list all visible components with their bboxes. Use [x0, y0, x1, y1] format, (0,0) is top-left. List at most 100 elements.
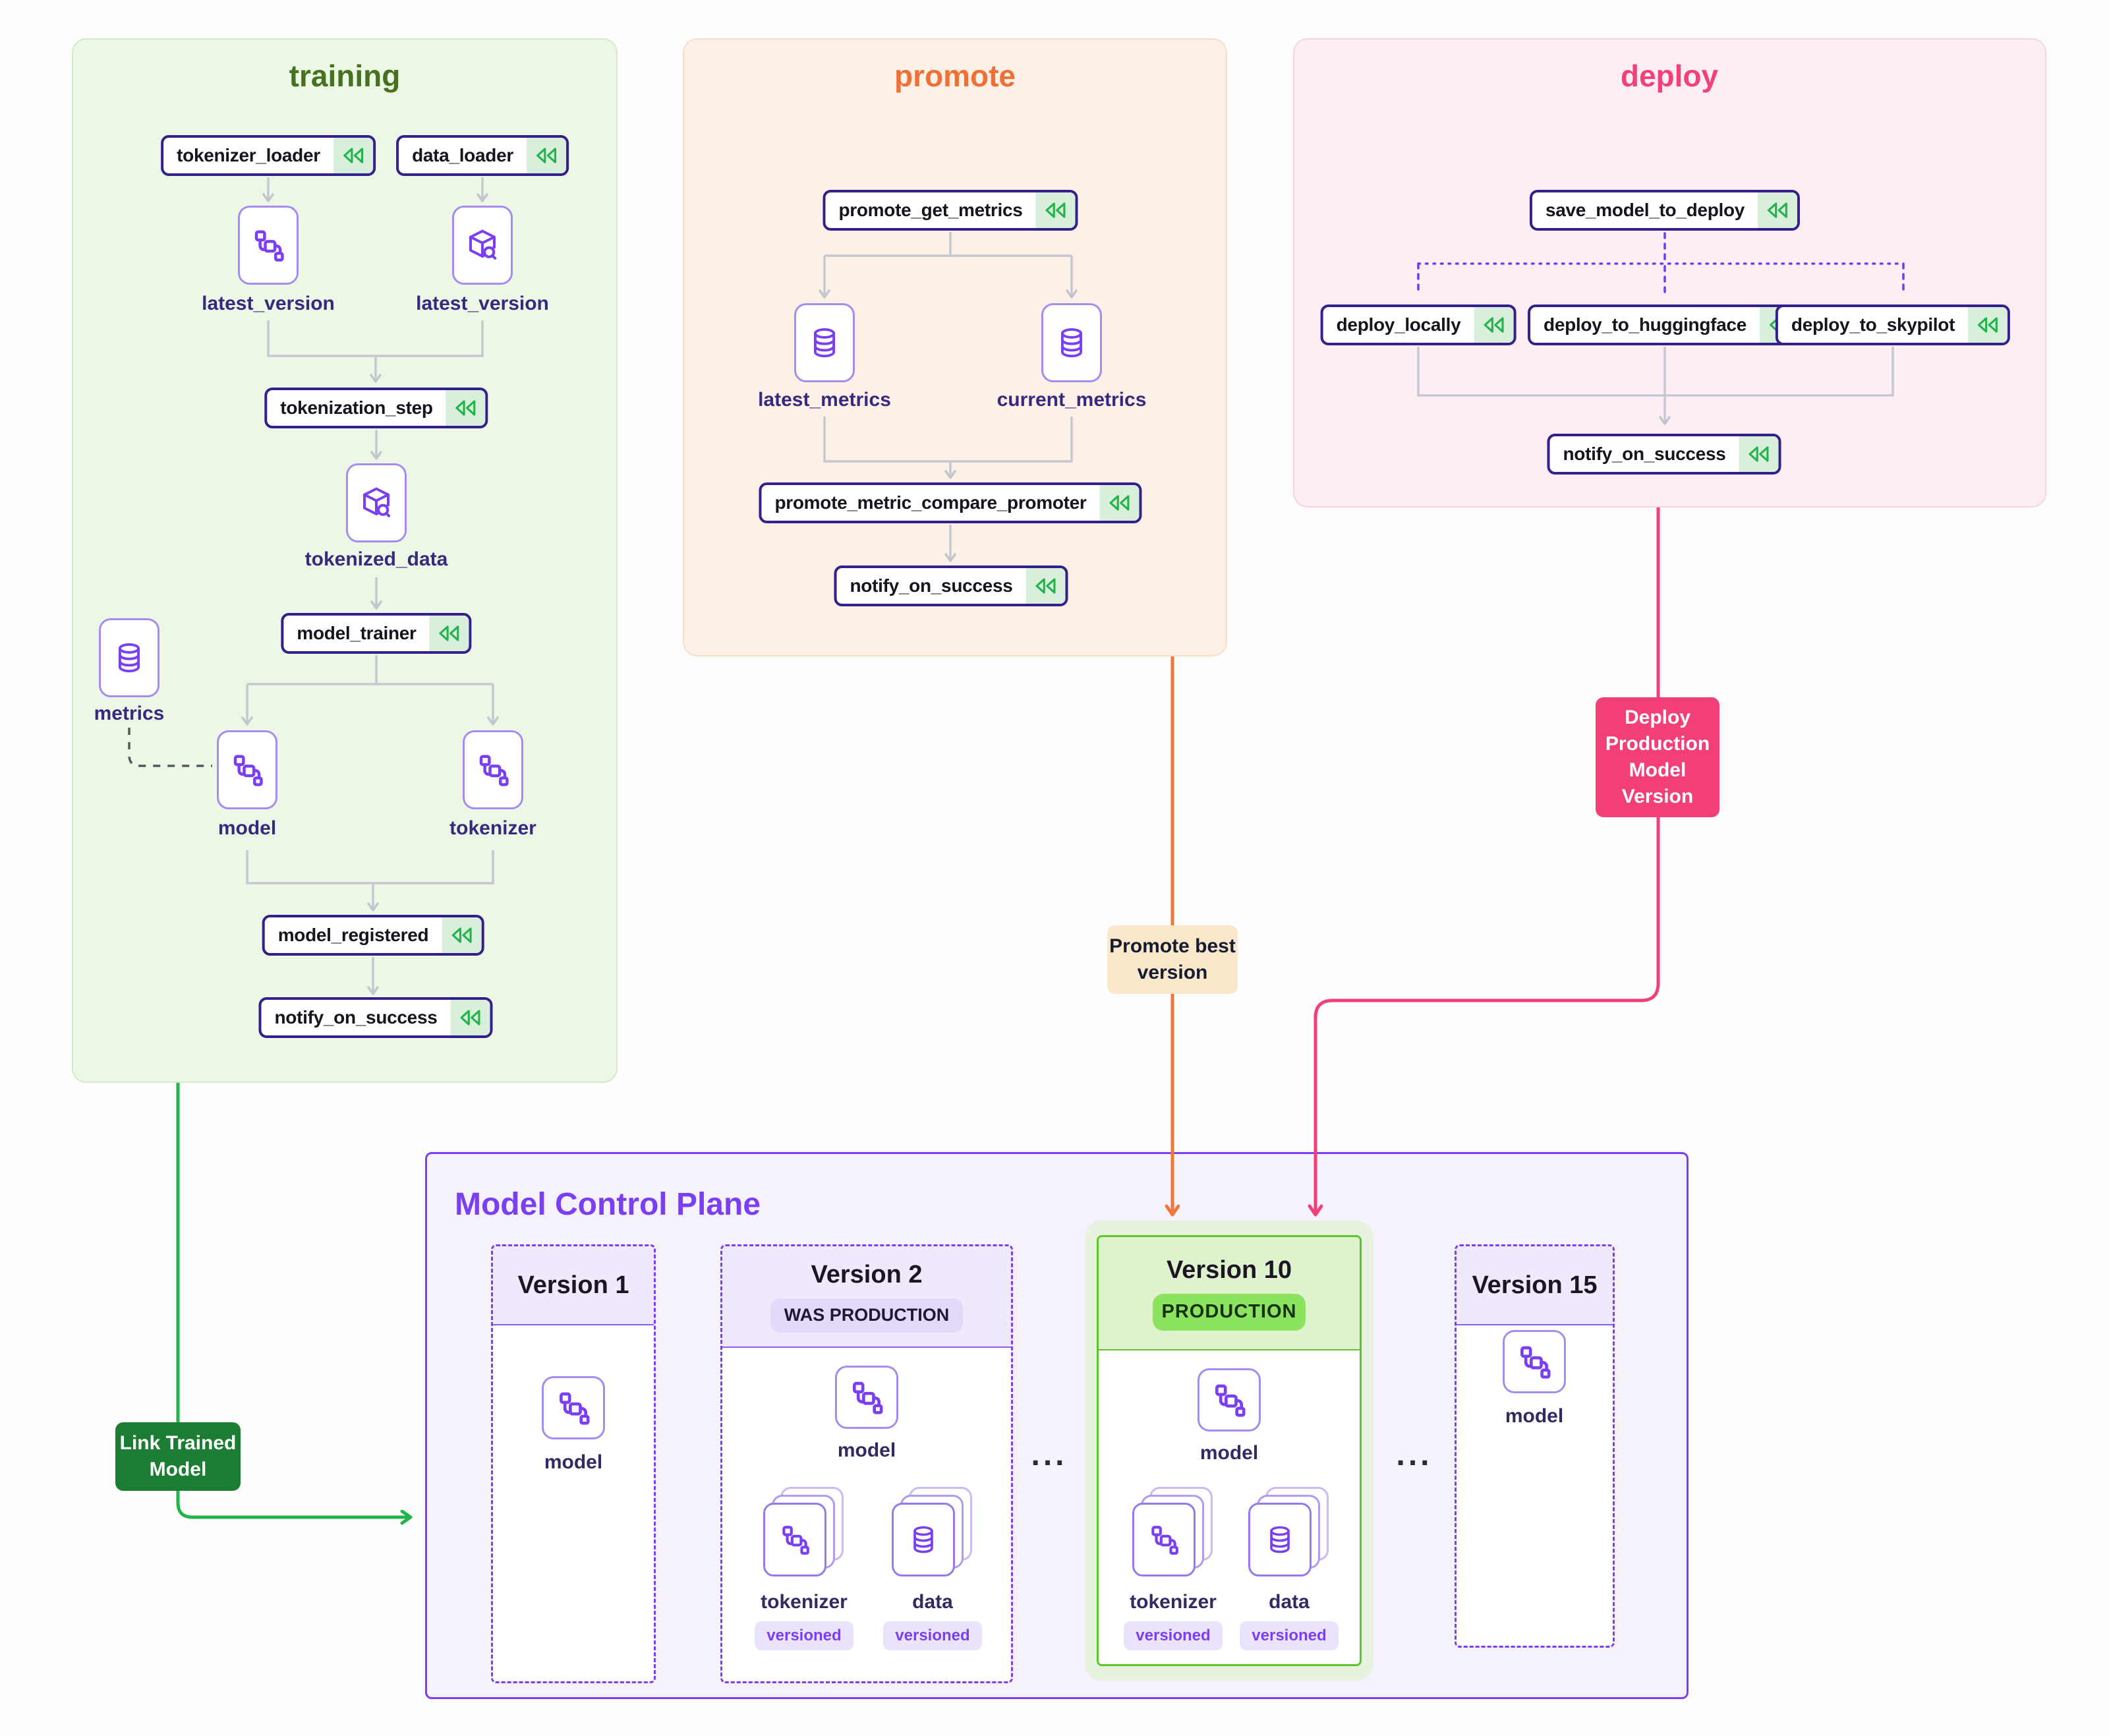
- rewind-icon[interactable]: [1758, 192, 1798, 228]
- step-tokenization-step[interactable]: tokenization_step: [264, 388, 488, 428]
- production-badge: PRODUCTION: [1153, 1293, 1306, 1331]
- step-label: notify_on_success: [850, 575, 1013, 596]
- model-icon: [1211, 1381, 1248, 1418]
- rewind-icon[interactable]: [1026, 568, 1066, 604]
- model-icon: [475, 752, 511, 788]
- link-trained-model-flow-line: [176, 1083, 410, 1517]
- step-notify-on-success-training[interactable]: notify_on_success: [258, 997, 493, 1038]
- artifact-label: current_metrics: [997, 389, 1147, 411]
- step-model-registered[interactable]: model_registered: [262, 915, 484, 956]
- step-promote-metric-compare-promoter[interactable]: promote_metric_compare_promoter: [759, 482, 1142, 523]
- stacked-cards-icon: [892, 1503, 955, 1577]
- step-notify-on-success-promote[interactable]: notify_on_success: [834, 565, 1068, 606]
- step-save-model-to-deploy[interactable]: save_model_to_deploy: [1529, 190, 1801, 231]
- rewind-icon[interactable]: [429, 616, 469, 651]
- versioned-badge: versioned: [1240, 1621, 1339, 1650]
- step-label: promote_metric_compare_promoter: [774, 492, 1087, 513]
- step-label: notify_on_success: [274, 1007, 438, 1027]
- version1-model-card[interactable]: [542, 1376, 605, 1439]
- model-label: model: [1505, 1405, 1564, 1427]
- rewind-icon[interactable]: [333, 138, 373, 173]
- model-version-card-2[interactable]: Version 2 WAS PRODUCTION: [720, 1244, 1013, 1683]
- model-icon: [1147, 1523, 1180, 1556]
- step-label: save_model_to_deploy: [1545, 200, 1745, 220]
- version-name: Version 10: [1166, 1256, 1292, 1284]
- database-icon: [1270, 1526, 1290, 1553]
- rewind-icon[interactable]: [1739, 436, 1779, 472]
- version2-model-card[interactable]: [835, 1366, 898, 1429]
- rewind-icon[interactable]: [446, 390, 486, 426]
- versioned-badge: versioned: [755, 1621, 853, 1650]
- model-icon: [555, 1389, 592, 1426]
- model-icon: [1516, 1343, 1553, 1380]
- tokenizer-label: tokenizer: [761, 1591, 848, 1613]
- step-tokenizer-loader[interactable]: tokenizer_loader: [161, 135, 376, 176]
- rewind-icon[interactable]: [526, 138, 566, 173]
- step-label: notify_on_success: [1563, 444, 1726, 464]
- stacked-cards-icon: [1132, 1503, 1196, 1577]
- versioned-badge: versioned: [883, 1621, 982, 1650]
- rewind-icon[interactable]: [1099, 485, 1140, 521]
- version-header: Version 2 WAS PRODUCTION: [722, 1246, 1011, 1348]
- step-deploy-locally[interactable]: deploy_locally: [1320, 304, 1517, 345]
- promote-title: promote: [894, 59, 1016, 93]
- deploy-title: deploy: [1620, 59, 1719, 93]
- artifact-tokenized-data[interactable]: [346, 463, 407, 542]
- training-title: training: [289, 59, 401, 93]
- box-search-icon: [465, 227, 500, 263]
- model-version-card-15[interactable]: Version 15: [1455, 1244, 1615, 1648]
- version-header: Version 10 PRODUCTION: [1099, 1237, 1360, 1350]
- artifact-latest-metrics[interactable]: [794, 303, 855, 382]
- step-deploy-to-huggingface[interactable]: deploy_to_huggingface: [1528, 304, 1802, 345]
- database-icon: [1060, 328, 1083, 358]
- version10-data-stack[interactable]: [1248, 1487, 1329, 1577]
- step-deploy-to-skypilot[interactable]: deploy_to_skypilot: [1775, 304, 2011, 345]
- artifact-current-metrics[interactable]: [1041, 303, 1102, 382]
- version-name: Version 1: [517, 1271, 629, 1299]
- rewind-icon[interactable]: [442, 917, 482, 953]
- version2-data-stack[interactable]: [892, 1487, 972, 1577]
- step-label: tokenization_step: [280, 397, 433, 418]
- step-data-loader[interactable]: data_loader: [396, 135, 569, 176]
- version10-model-card[interactable]: [1198, 1368, 1261, 1432]
- artifact-label: latest_version: [202, 293, 335, 314]
- box-search-icon: [359, 485, 394, 521]
- model-control-plane-title: Model Control Plane: [455, 1187, 761, 1222]
- model-icon: [229, 752, 265, 788]
- version-name: Version 15: [1472, 1271, 1598, 1299]
- link-trained-model-badge: Link Trained Model: [115, 1422, 241, 1491]
- model-version-card-1[interactable]: Version 1: [491, 1244, 656, 1683]
- version-name: Version 2: [811, 1260, 923, 1288]
- artifact-latest-version-tokenizer[interactable]: [238, 206, 299, 285]
- artifact-label: tokenized_data: [304, 548, 448, 570]
- training-pipeline-panel: [72, 38, 618, 1083]
- rewind-icon[interactable]: [1474, 307, 1514, 343]
- was-production-badge: WAS PRODUCTION: [770, 1298, 963, 1333]
- rewind-icon[interactable]: [1968, 307, 2008, 343]
- data-label: data: [912, 1591, 953, 1613]
- database-icon: [813, 328, 836, 358]
- artifact-model[interactable]: [217, 730, 277, 809]
- version15-model-card[interactable]: [1503, 1330, 1566, 1393]
- step-label: deploy_to_huggingface: [1544, 314, 1747, 335]
- step-label: tokenizer_loader: [177, 145, 320, 165]
- step-notify-on-success-deploy[interactable]: notify_on_success: [1547, 434, 1781, 475]
- rewind-icon[interactable]: [450, 1000, 490, 1035]
- versioned-badge: versioned: [1124, 1621, 1223, 1650]
- promote-best-version-badge: Promote best version: [1107, 925, 1238, 994]
- step-label: model_trainer: [297, 623, 417, 643]
- step-promote-get-metrics[interactable]: promote_get_metrics: [823, 190, 1078, 231]
- version2-tokenizer-stack[interactable]: [763, 1487, 844, 1577]
- artifact-latest-version-data[interactable]: [452, 206, 513, 285]
- model-label: model: [1199, 1442, 1259, 1464]
- artifact-metrics[interactable]: [99, 618, 159, 697]
- step-label: deploy_locally: [1336, 314, 1461, 335]
- rewind-icon[interactable]: [1035, 192, 1076, 228]
- artifact-tokenizer[interactable]: [463, 730, 523, 809]
- step-label: model_registered: [277, 925, 429, 945]
- deploy-production-model-version-badge: Deploy Production Model Version: [1596, 697, 1719, 817]
- step-label: deploy_to_skypilot: [1791, 314, 1955, 335]
- version10-tokenizer-stack[interactable]: [1132, 1487, 1213, 1577]
- step-model-trainer[interactable]: model_trainer: [281, 613, 472, 654]
